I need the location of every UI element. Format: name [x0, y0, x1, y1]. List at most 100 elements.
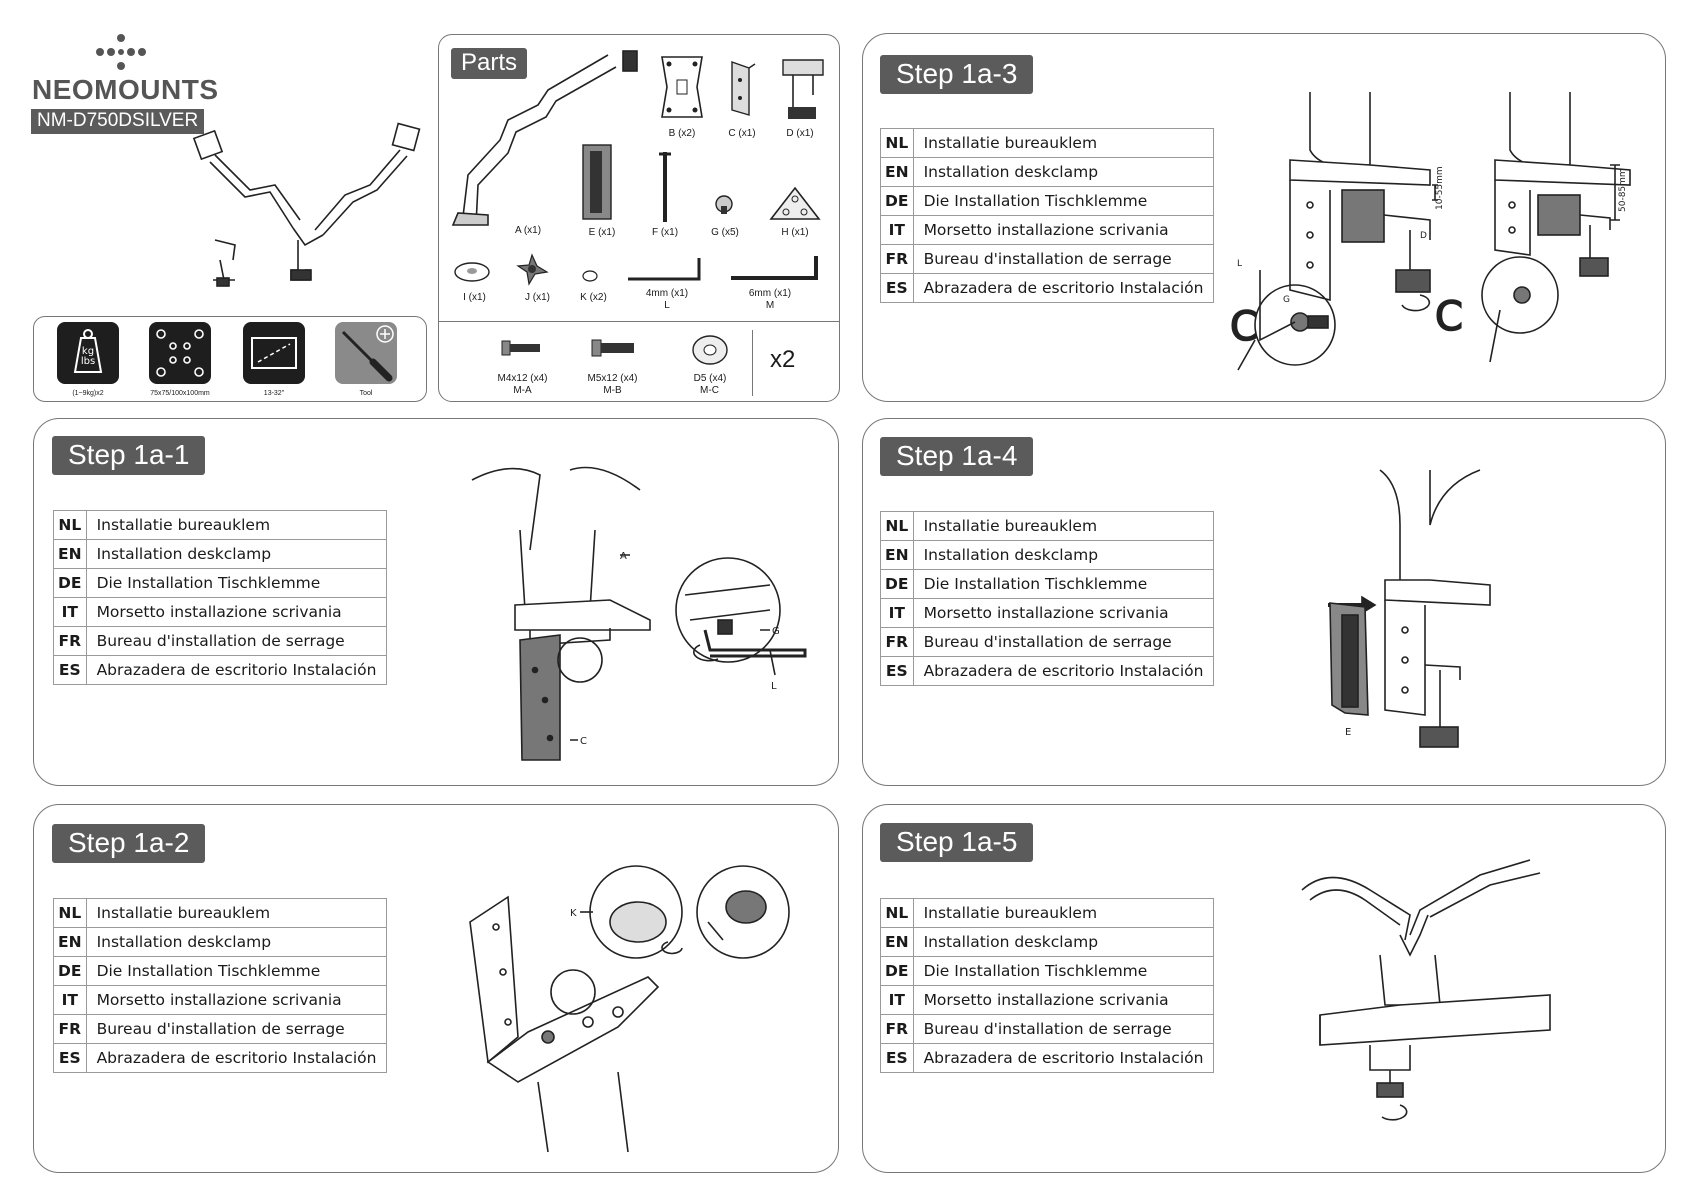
- language-code: FR: [880, 244, 914, 274]
- language-code: ES: [53, 1043, 87, 1073]
- language-text: Installatie bureauklem: [912, 898, 1215, 928]
- language-text: Morsetto installazione scrivania: [912, 215, 1215, 245]
- hardware-label-d5: D5 (x4): [693, 373, 727, 384]
- parts-divider: [439, 321, 839, 322]
- language-text: Installation deskclamp: [85, 927, 388, 957]
- language-text: Installation deskclamp: [912, 157, 1215, 187]
- hardware-m5-screw: [591, 339, 634, 357]
- language-text: Installation deskclamp: [912, 927, 1215, 957]
- brand-name: NEOMOUNTS: [32, 74, 219, 105]
- hardware-sub-m4: M-A: [513, 385, 532, 396]
- language-code: NL: [880, 511, 914, 541]
- part-label-m: 6mm (x1): [748, 288, 792, 299]
- screen-size-icon: [243, 322, 305, 384]
- language-code: IT: [880, 985, 914, 1015]
- hardware-sub-d5: M-C: [700, 385, 719, 396]
- language-text: Installatie bureauklem: [85, 898, 388, 928]
- language-text: Installatie bureauklem: [912, 511, 1215, 541]
- spec-label-tool: Tool: [359, 390, 373, 397]
- language-code: EN: [880, 540, 914, 570]
- language-text: Installation deskclamp: [85, 539, 388, 569]
- hardware-label-m4: M4x12 (x4): [497, 373, 548, 384]
- language-code: DE: [880, 956, 914, 986]
- product-overview-illustration: [192, 122, 421, 287]
- language-text: Die Installation Tischklemme: [85, 956, 388, 986]
- weight-icon: kg lbs: [57, 322, 119, 384]
- step-1a-5-illustration: [1301, 859, 1551, 1121]
- part-m-hex-key-6mm: [731, 256, 818, 280]
- language-text: Bureau d'installation de serrage: [912, 627, 1215, 657]
- callout-k: K: [570, 908, 577, 919]
- language-code: IT: [880, 215, 914, 245]
- svg-text:kg: kg: [82, 346, 94, 357]
- callout-c: C: [580, 736, 587, 747]
- part-label-i: I (x1): [463, 292, 486, 303]
- language-text: Die Installation Tischklemme: [912, 956, 1215, 986]
- callout-d: D: [1420, 231, 1427, 241]
- language-text: Abrazadera de escritorio Instalación: [912, 273, 1215, 303]
- language-code: ES: [53, 655, 87, 685]
- screwdriver-icon: [335, 322, 397, 384]
- step-1a-1-title: Step 1a-1: [52, 436, 206, 475]
- step-1a-4-illustration: E: [1328, 469, 1491, 748]
- part-label-f: F (x1): [651, 227, 679, 238]
- language-code: DE: [880, 186, 914, 216]
- language-code: ES: [880, 1043, 914, 1073]
- language-text: Morsetto installazione scrivania: [85, 597, 388, 627]
- part-k-cap: [582, 270, 598, 282]
- language-code: ES: [880, 273, 914, 303]
- language-text: Abrazadera de escritorio Instalación: [912, 656, 1215, 686]
- part-h-plate: [769, 186, 821, 220]
- language-code: DE: [880, 569, 914, 599]
- callout-e: E: [1345, 727, 1351, 738]
- language-code: FR: [53, 626, 87, 656]
- part-l-hex-key-4mm: [628, 258, 701, 281]
- language-text: Bureau d'installation de serrage: [912, 1014, 1215, 1044]
- language-code: IT: [53, 985, 87, 1015]
- part-g-screw: [715, 195, 733, 214]
- language-text: Bureau d'installation de serrage: [85, 1014, 388, 1044]
- step-1a-4-title: Step 1a-4: [880, 437, 1034, 476]
- part-label-b: B (x2): [668, 128, 696, 139]
- step-1a-5-title: Step 1a-5: [880, 823, 1034, 862]
- part-b-vesa-plate: [661, 56, 703, 118]
- language-code: FR: [53, 1014, 87, 1044]
- step-1a-3-illustration: C C D L G 10-55mm 50-85mm: [1229, 92, 1631, 371]
- hardware-label-m5: M5x12 (x4): [587, 373, 638, 384]
- language-code: DE: [53, 956, 87, 986]
- language-text: Installatie bureauklem: [85, 510, 388, 540]
- language-code: DE: [53, 568, 87, 598]
- part-label-l: 4mm (x1): [645, 288, 689, 299]
- parts-title: Parts: [451, 48, 528, 79]
- callout-l: L: [1237, 259, 1242, 269]
- language-code: FR: [880, 1014, 914, 1044]
- language-code: EN: [53, 927, 87, 957]
- part-label-e: E (x1): [588, 227, 616, 238]
- svg-text:lbs: lbs: [81, 356, 95, 367]
- part-label-g: G (x5): [711, 227, 739, 238]
- language-code: NL: [880, 128, 914, 158]
- language-text: Morsetto installazione scrivania: [912, 985, 1215, 1015]
- model-badge: NM-D750DSILVER: [31, 109, 205, 134]
- language-text: Morsetto installazione scrivania: [85, 985, 388, 1015]
- language-code: FR: [880, 627, 914, 657]
- language-code: NL: [53, 898, 87, 928]
- part-label-m-sub: M: [765, 300, 775, 311]
- language-code: NL: [53, 510, 87, 540]
